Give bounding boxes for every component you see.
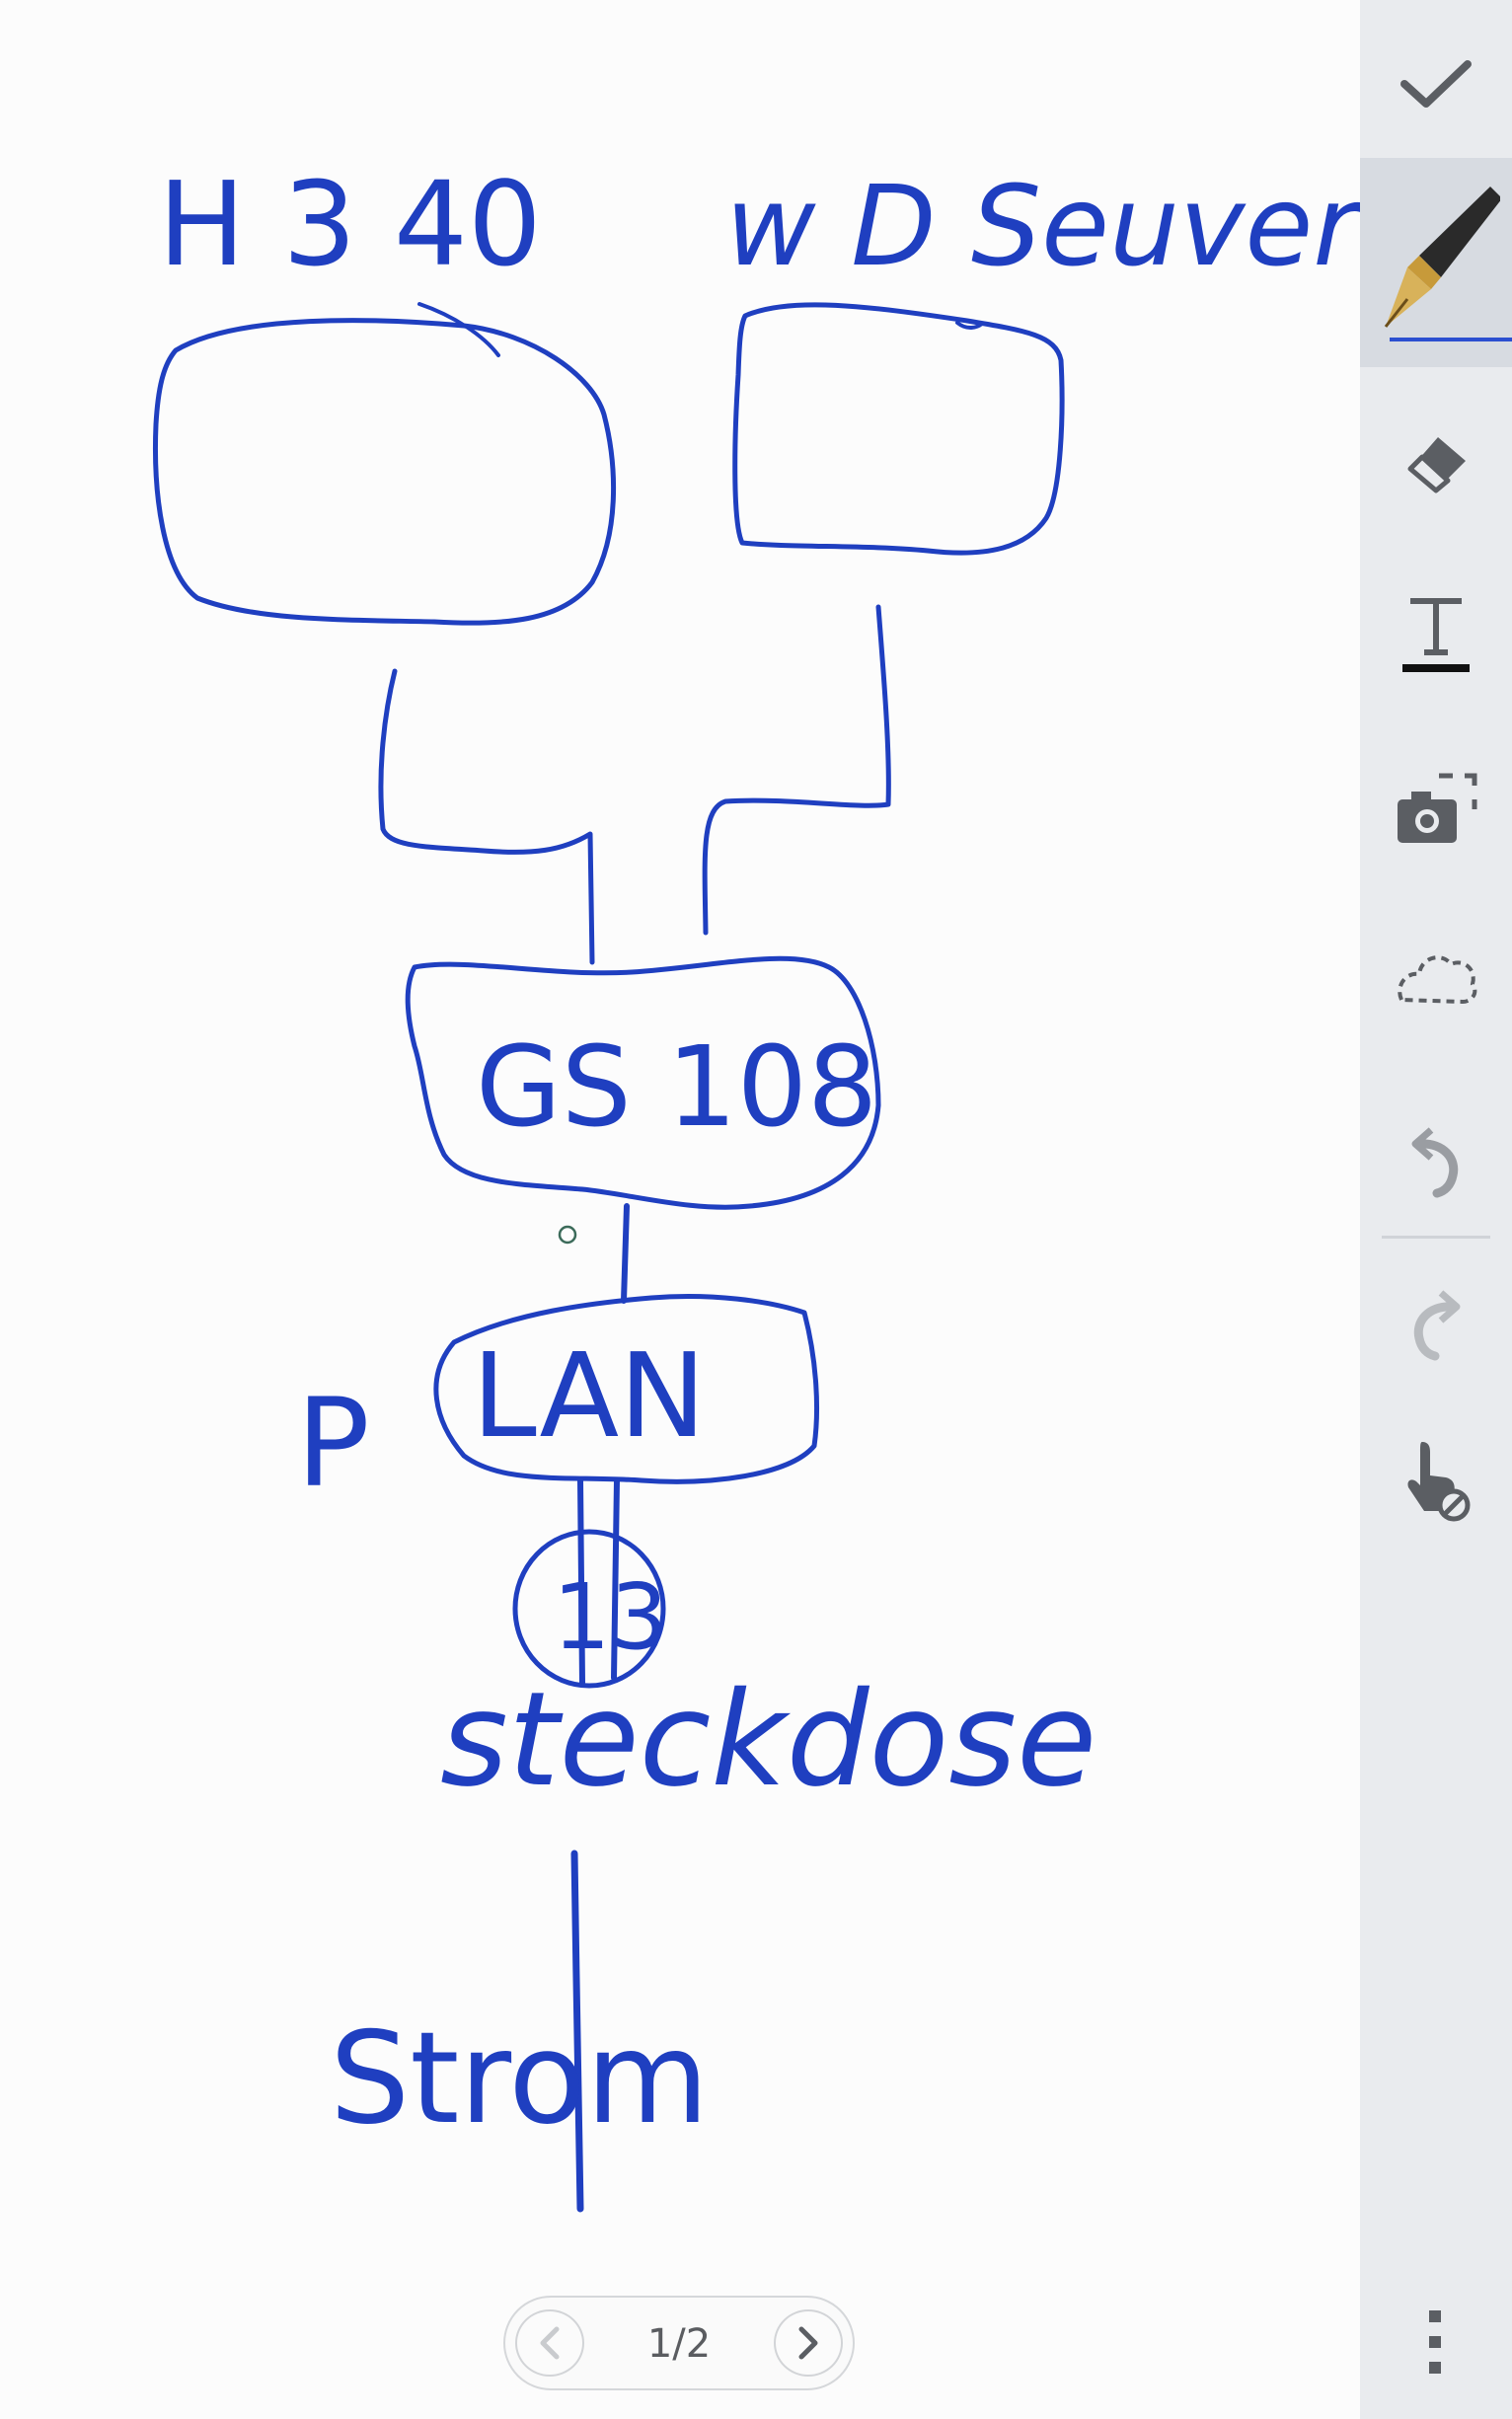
note-canvas[interactable]: H 3 40 w D Seuver GS 108 P LAN 13 steckd… (0, 0, 1360, 2419)
lasso-icon (1398, 955, 1477, 1005)
done-button[interactable] (1360, 20, 1512, 148)
cable-switch-lan (621, 1203, 630, 1304)
undo-icon (1411, 1127, 1459, 1198)
previous-page-button[interactable] (515, 2309, 584, 2377)
redo-icon (1413, 1290, 1461, 1361)
text-icon (1402, 598, 1470, 672)
check-icon (1400, 60, 1472, 108)
box-h340 (153, 318, 617, 626)
cable-lan-fuse (577, 1477, 620, 1686)
pen-color-indicator (1390, 338, 1512, 341)
label-wd-server: w D Seuver (725, 163, 1360, 291)
toolbar-divider (1382, 1236, 1490, 1239)
box-wd-server (732, 302, 1065, 556)
label-fuse: 13 (553, 1564, 668, 1670)
box-gs108 (405, 955, 881, 1210)
stroke-tick-2 (955, 321, 984, 330)
eraser-button[interactable] (1360, 405, 1512, 523)
fountain-pen-icon (1384, 187, 1500, 328)
cable-strom (570, 1850, 584, 2213)
touch-off-icon (1407, 1442, 1471, 1522)
redo-button[interactable] (1360, 1268, 1512, 1377)
more-options-button[interactable] (1360, 2290, 1512, 2398)
pen-toolbar (1360, 0, 1512, 2419)
fuse-circle (512, 1529, 666, 1689)
label-gs108: GS 108 (476, 1023, 877, 1152)
pen-tool-button[interactable] (1360, 158, 1512, 367)
label-steckdose: steckdose (440, 1664, 1096, 1816)
text-tool-button[interactable] (1360, 572, 1512, 691)
chevron-left-icon (540, 2326, 560, 2360)
label-h340: H 3 40 (158, 156, 542, 292)
cable-h340 (378, 668, 595, 965)
eraser-icon (1407, 437, 1466, 493)
screen-capture-button[interactable] (1360, 750, 1512, 869)
touch-toggle-button[interactable] (1360, 1421, 1512, 1540)
handwritten-network-diagram: H 3 40 w D Seuver GS 108 P LAN 13 steckd… (153, 156, 1360, 2213)
stroke-tick (417, 302, 500, 357)
chevron-right-icon (798, 2326, 818, 2360)
page-navigator: 1/2 (503, 2296, 855, 2390)
cable-wd-server (702, 604, 891, 936)
page-indicator: 1/2 (646, 2321, 712, 2367)
label-p: P (296, 1373, 370, 1515)
pointer-dot (558, 1225, 577, 1245)
lasso-button[interactable] (1360, 918, 1512, 1036)
next-page-button[interactable] (774, 2309, 843, 2377)
screen-capture-icon (1398, 773, 1477, 843)
undo-button[interactable] (1360, 1105, 1512, 1214)
label-lan: LAN (472, 1327, 706, 1464)
more-vertical-icon (1429, 2310, 1441, 2374)
label-strom: Strom (330, 2005, 709, 2153)
box-lan (433, 1294, 820, 1484)
